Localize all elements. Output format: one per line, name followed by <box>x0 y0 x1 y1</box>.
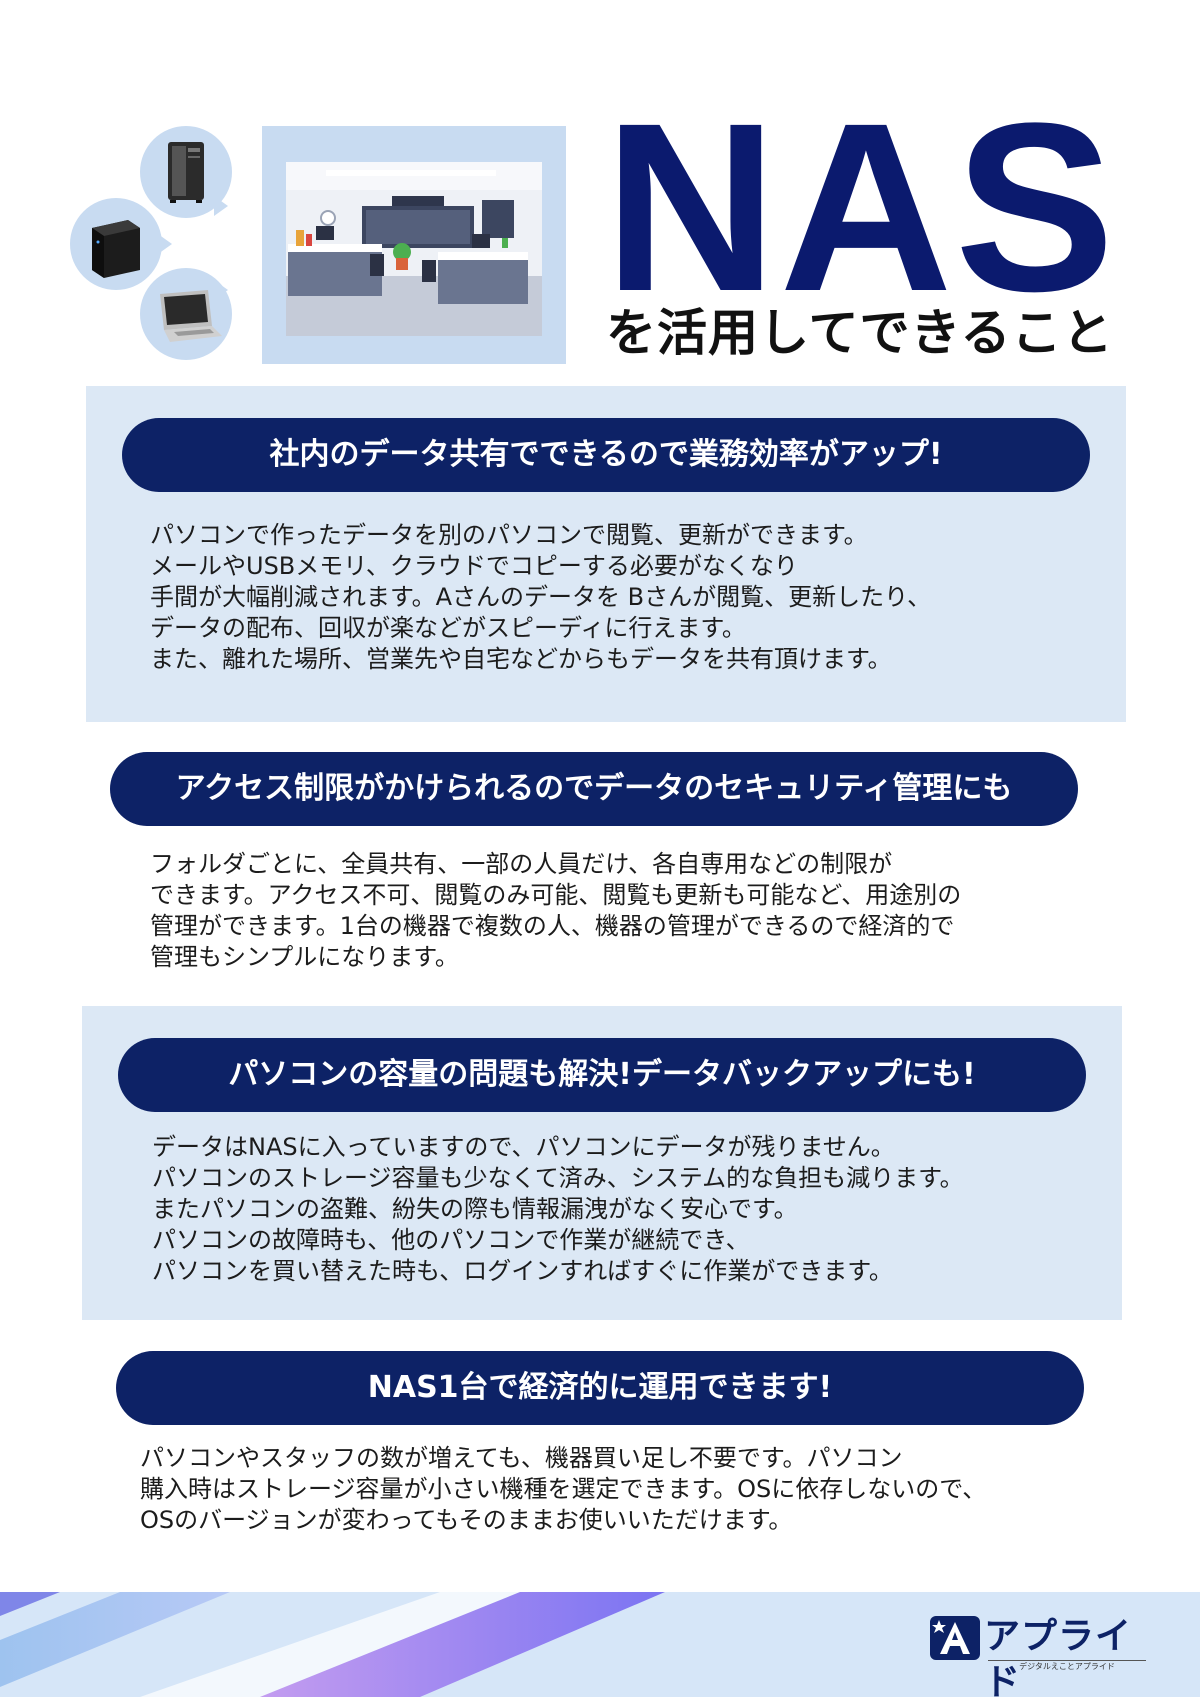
page-title: NAS <box>604 73 1117 341</box>
office-illustration <box>262 126 566 364</box>
section-3-line: パソコンを買い替えた時も、ログインすればすぐに作業ができます。 <box>152 1257 893 1285</box>
desktop-pc-icon <box>168 142 204 203</box>
section-2-line: 管理もシンプルになります。 <box>150 943 459 971</box>
page-subtitle: を活用してできること <box>606 304 1114 362</box>
nas-device-icon <box>92 220 140 278</box>
footer-stripes <box>0 1592 665 1697</box>
section-1-line: データの配布、回収が楽などがスピーディに行えます。 <box>150 614 746 642</box>
section-2-body: フォルダごとに、全員共有、一部の人員だけ、各自専用などの制限が できます。アクセ… <box>150 849 961 973</box>
logo-tagline: デジタルえことアプライド <box>988 1660 1146 1672</box>
laptop-icon <box>160 290 222 342</box>
section-4-body: パソコンやスタッフの数が増えても、機器買い足し不要です。パソコン 購入時はストレ… <box>140 1443 986 1536</box>
section-3-line: データはNASに入っていますので、パソコンにデータが残りません。 <box>152 1133 895 1161</box>
section-4-line: OSのバージョンが変わってもそのままお使いいただけます。 <box>140 1506 793 1534</box>
section-3-line: パソコンの故障時も、他のパソコンで作業が継続でき、 <box>152 1226 750 1254</box>
footer-band <box>0 1592 1200 1697</box>
section-1-line: パソコンで作ったデータを別のパソコンで閲覧、更新ができます。 <box>150 521 868 549</box>
desktop-pc-bubble <box>140 126 232 218</box>
bubble-tail <box>214 280 228 300</box>
section-1-line: 手間が大幅削減されます。Aさんのデータを Bさんが閲覧、更新したり、 <box>150 583 932 611</box>
section-4-heading: NAS1台で経済的に運用できます! <box>116 1351 1084 1425</box>
page-header: NAS を活用してできること <box>0 0 1200 370</box>
logo-name: アプライド <box>984 1616 1133 1697</box>
section-2-line: 管理ができます。1台の機器で複数の人、機器の管理ができるので経済的で <box>150 912 955 940</box>
bubble-tail <box>158 234 172 254</box>
section-1-heading: 社内のデータ共有でできるので業務効率がアップ! <box>122 418 1090 492</box>
section-1-line: また、離れた場所、営業先や自宅などからもデータを共有頂けます。 <box>150 645 892 673</box>
section-3-heading: パソコンの容量の問題も解決!データバックアップにも! <box>118 1038 1086 1112</box>
nas-device-bubble <box>70 198 162 290</box>
section-3-body: データはNASに入っていますので、パソコンにデータが残りません。 パソコンのスト… <box>152 1132 964 1287</box>
section-2-line: フォルダごとに、全員共有、一部の人員だけ、各自専用などの制限が <box>150 850 893 878</box>
section-1-line: メールやUSBメモリ、クラウドでコピーする必要がなくなり <box>150 552 798 580</box>
section-4-line: パソコンやスタッフの数が増えても、機器買い足し不要です。パソコン <box>140 1444 903 1472</box>
logo-mark-icon <box>930 1616 980 1660</box>
section-4-line: 購入時はストレージ容量が小さい機種を選定できます。OSに依存しないので、 <box>140 1475 987 1503</box>
section-3-line: またパソコンの盗難、紛失の際も情報漏洩がなく安心です。 <box>152 1195 798 1223</box>
bubble-tail <box>214 196 228 216</box>
section-1-body: パソコンで作ったデータを別のパソコンで閲覧、更新ができます。 メールやUSBメモ… <box>150 520 931 675</box>
section-2-heading: アクセス制限がかけられるのでデータのセキュリティ管理にも <box>110 752 1078 826</box>
section-3-line: パソコンのストレージ容量も少なくて済み、システム的な負担も減ります。 <box>152 1164 964 1192</box>
company-logo: アプライド デジタルえことアプライド <box>930 1614 1150 1697</box>
section-2-line: できます。アクセス不可、閲覧のみ可能、閲覧も更新も可能など、用途別の <box>150 881 962 909</box>
